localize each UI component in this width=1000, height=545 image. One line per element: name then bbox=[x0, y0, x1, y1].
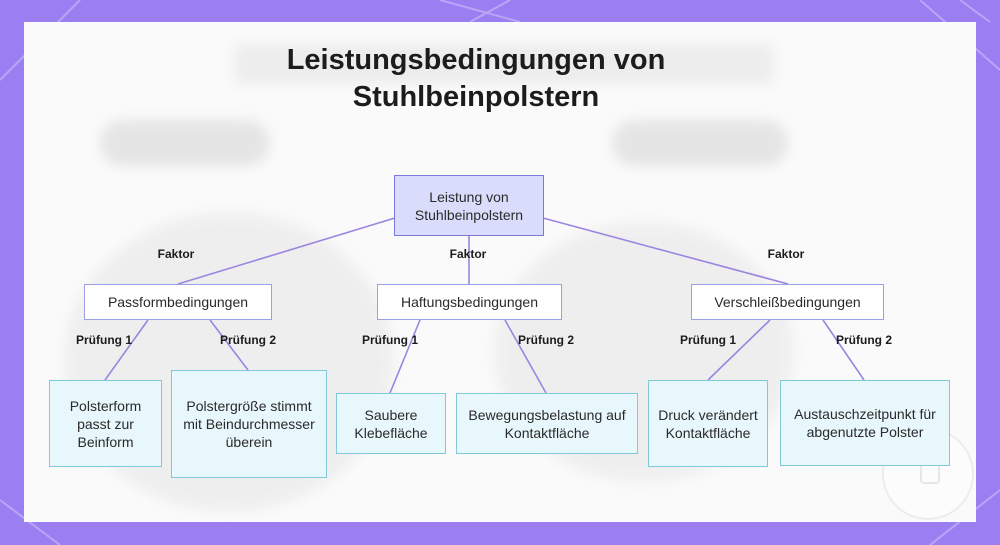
leaf-node-haftung-1: Saubere Klebefläche bbox=[336, 393, 446, 454]
connector-passform-1 bbox=[105, 320, 148, 380]
branch-label: Haftungsbedingungen bbox=[401, 293, 538, 311]
connector-verschleiss-2 bbox=[823, 320, 864, 380]
connector-verschleiss-1 bbox=[708, 320, 770, 380]
edge-label-test-2-passform: Prüfung 2 bbox=[220, 333, 276, 347]
branch-node-verschleiss: Verschleißbedingungen bbox=[691, 284, 884, 320]
edge-label-factor-2: Faktor bbox=[450, 247, 487, 261]
branch-node-haftung: Haftungsbedingungen bbox=[377, 284, 562, 320]
leaf-text: Saubere Klebefläche bbox=[345, 406, 437, 442]
leaf-text: Polstergröße stimmt mit Beindurchmesser … bbox=[180, 397, 318, 451]
leaf-text: Druck verändert Kontaktfläche bbox=[657, 406, 759, 442]
branch-node-passform: Passformbedingungen bbox=[84, 284, 272, 320]
edge-label-test-1-haftung: Prüfung 1 bbox=[362, 333, 418, 347]
branch-label: Passformbedingungen bbox=[108, 293, 248, 311]
root-line-1: Leistung von bbox=[429, 188, 508, 206]
leaf-node-verschleiss-2: Austauschzeitpunkt für abgenutzte Polste… bbox=[780, 380, 950, 466]
edge-label-test-1-verschleiss: Prüfung 1 bbox=[680, 333, 736, 347]
leaf-text: Polsterform passt zur Beinform bbox=[58, 397, 153, 451]
connector-haftung-2 bbox=[505, 320, 546, 393]
leaf-node-passform-2: Polstergröße stimmt mit Beindurchmesser … bbox=[171, 370, 327, 478]
connector-root-passform bbox=[178, 218, 395, 284]
edge-label-test-2-haftung: Prüfung 2 bbox=[518, 333, 574, 347]
leaf-node-haftung-2: Bewegungsbelastung auf Kontaktfläche bbox=[456, 393, 638, 454]
root-node: Leistung von Stuhlbeinpolstern bbox=[394, 175, 544, 236]
branch-label: Verschleißbedingungen bbox=[714, 293, 860, 311]
leaf-node-verschleiss-1: Druck verändert Kontaktfläche bbox=[648, 380, 768, 467]
edge-label-factor-3: Faktor bbox=[768, 247, 805, 261]
leaf-text: Bewegungsbelastung auf Kontaktfläche bbox=[465, 406, 629, 442]
edge-label-factor-1: Faktor bbox=[158, 247, 195, 261]
edge-label-test-2-verschleiss: Prüfung 2 bbox=[836, 333, 892, 347]
edge-label-test-1-passform: Prüfung 1 bbox=[76, 333, 132, 347]
leaf-node-passform-1: Polsterform passt zur Beinform bbox=[49, 380, 162, 467]
connector-haftung-1 bbox=[390, 320, 420, 393]
root-line-2: Stuhlbeinpolstern bbox=[415, 206, 523, 224]
leaf-text: Austauschzeitpunkt für abgenutzte Polste… bbox=[789, 405, 941, 441]
connector-root-verschleiss bbox=[543, 218, 788, 284]
